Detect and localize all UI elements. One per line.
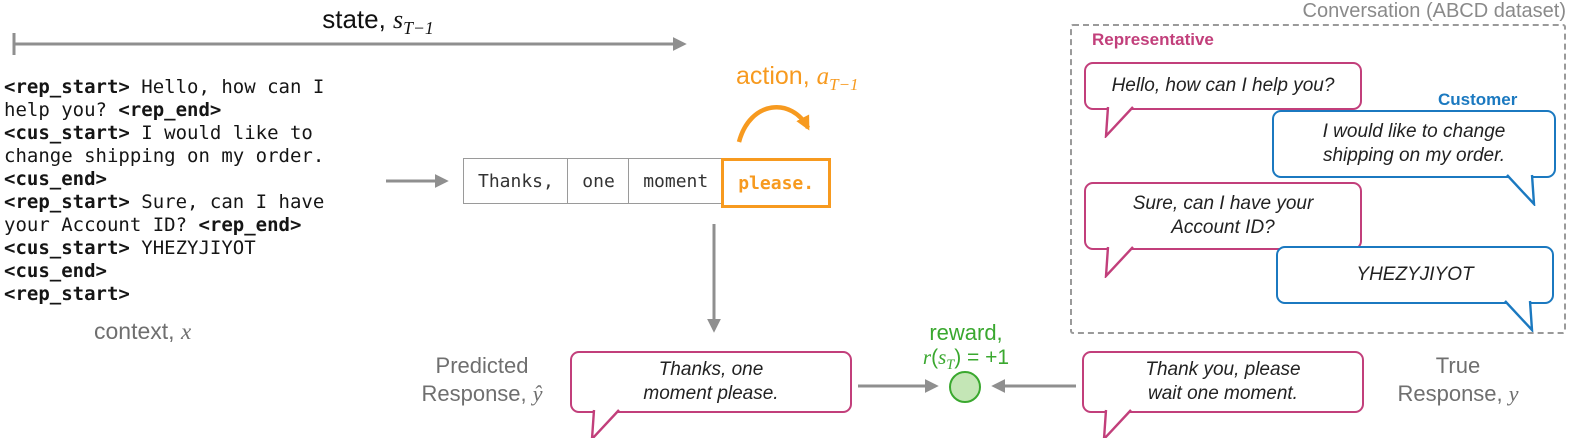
predicted-label-line1: Predicted	[435, 353, 529, 378]
action-arc-arrow	[736, 105, 810, 143]
bubble-tail-icon	[1104, 246, 1134, 278]
customer-bubble-1-text: I would like to change shipping on my or…	[1322, 121, 1506, 166]
context-line: change shipping on my order.	[4, 145, 324, 168]
rep-bubble-2: Sure, can I have your Account ID?	[1084, 182, 1362, 278]
context-line: help you? <rep_end>	[4, 99, 324, 122]
predicted-response-bubble: Thanks, one moment please.	[570, 351, 852, 438]
true-symbol: y	[1508, 381, 1519, 406]
rep-bubble-1-text: Hello, how can I help you?	[1111, 75, 1335, 96]
special-token: <cus_start>	[4, 122, 130, 144]
action-label: action, aT−1	[736, 62, 859, 95]
reward-open-paren: (	[931, 346, 939, 369]
context-line: <cus_start> I would like to	[4, 122, 324, 145]
predicted-symbol: ŷ	[532, 381, 543, 406]
reward-label: reward, r(sT) = +1	[885, 320, 1047, 378]
true-response-label: True Response, y	[1380, 352, 1536, 408]
reward-sub: T	[946, 357, 955, 374]
token-cell: Thanks,	[463, 158, 569, 204]
action-label-text: action,	[736, 62, 817, 90]
conversation-panel	[1070, 24, 1566, 334]
special-token: <cus_end>	[4, 260, 107, 282]
rep-bubble-1: Hello, how can I help you?	[1084, 62, 1362, 138]
predicted-response-text: Thanks, one moment please.	[643, 359, 779, 404]
context-line: <cus_end>	[4, 168, 324, 191]
context-segment: change shipping on my order.	[4, 145, 325, 167]
context-line: <cus_end>	[4, 260, 324, 283]
context-segment: I would like to	[129, 122, 313, 144]
context-line: <rep_start> Hello, how can I	[4, 76, 324, 99]
token-cell: moment	[628, 158, 724, 204]
reward-close-paren: )	[954, 346, 962, 369]
representative-label: Representative	[1092, 30, 1214, 49]
context-line: <cus_start> YHEZYJIYOT	[4, 237, 324, 260]
bubble-tail-icon	[1104, 106, 1134, 138]
reward-formula: r(sT) = +1	[885, 345, 1047, 378]
context-segment: help you?	[4, 99, 119, 121]
context-line: <rep_start> Sure, can I have	[4, 191, 324, 214]
context-label-text: context,	[94, 318, 181, 344]
bubble-tail-icon	[1506, 174, 1536, 206]
context-symbol: x	[180, 319, 192, 344]
special-token: <cus_end>	[4, 168, 107, 190]
special-token: <rep_end>	[118, 99, 222, 121]
context-segment: your Account ID?	[4, 214, 199, 236]
reward-r: r	[922, 345, 932, 369]
reward-s: s	[938, 345, 947, 369]
predicted-label-prefix: Response,	[421, 381, 533, 406]
customer-bubble-2: YHEZYJIYOT	[1276, 246, 1554, 332]
rep-bubble-2-text: Sure, can I have your Account ID?	[1132, 193, 1314, 238]
context-line: your Account ID? <rep_end>	[4, 214, 324, 237]
action-token-cell: please.	[721, 158, 832, 208]
context-segment: Hello, how can I	[129, 76, 325, 98]
state-subscript: T−1	[403, 18, 434, 39]
special-token: <rep_end>	[198, 214, 302, 236]
context-segment: YHEZYJIYOT	[129, 237, 256, 259]
reward-value: = +1	[961, 346, 1010, 369]
state-symbol: s	[393, 5, 404, 34]
bubble-tail-icon	[1102, 409, 1132, 438]
special-token: <rep_start>	[4, 76, 130, 98]
special-token: <rep_start>	[4, 191, 130, 213]
reward-node-icon	[949, 371, 981, 403]
true-response-text: Thank you, please wait one moment.	[1145, 359, 1301, 404]
predicted-response-label: Predicted Response, ŷ	[398, 352, 566, 408]
true-label-line2: Response, y	[1380, 380, 1536, 408]
true-label-prefix: Response,	[1397, 381, 1509, 406]
state-label: state, sT−1	[238, 4, 518, 39]
true-label-line1: True	[1435, 353, 1481, 378]
context-segment: Sure, can I have	[129, 191, 325, 213]
context-line: <rep_start>	[4, 283, 324, 306]
state-label-text: state,	[322, 4, 394, 34]
bubble-tail-icon	[590, 409, 620, 438]
true-response-bubble: Thank you, please wait one moment.	[1082, 351, 1364, 438]
action-subscript: T−1	[829, 75, 859, 94]
customer-label: Customer	[1438, 90, 1518, 109]
action-symbol: a	[816, 63, 830, 90]
special-token: <cus_start>	[4, 237, 130, 259]
reward-word: reward,	[929, 320, 1003, 345]
customer-bubble-2-text: YHEZYJIYOT	[1356, 264, 1474, 285]
predicted-label-line2: Response, ŷ	[398, 380, 566, 408]
bubble-tail-icon	[1504, 300, 1534, 332]
customer-bubble-1: I would like to change shipping on my or…	[1272, 110, 1556, 206]
special-token: <rep_start>	[4, 283, 130, 305]
token-cell: one	[567, 158, 630, 204]
conversation-title: Conversation (ABCD dataset)	[1302, 0, 1566, 22]
context-label: context, x	[94, 318, 191, 345]
